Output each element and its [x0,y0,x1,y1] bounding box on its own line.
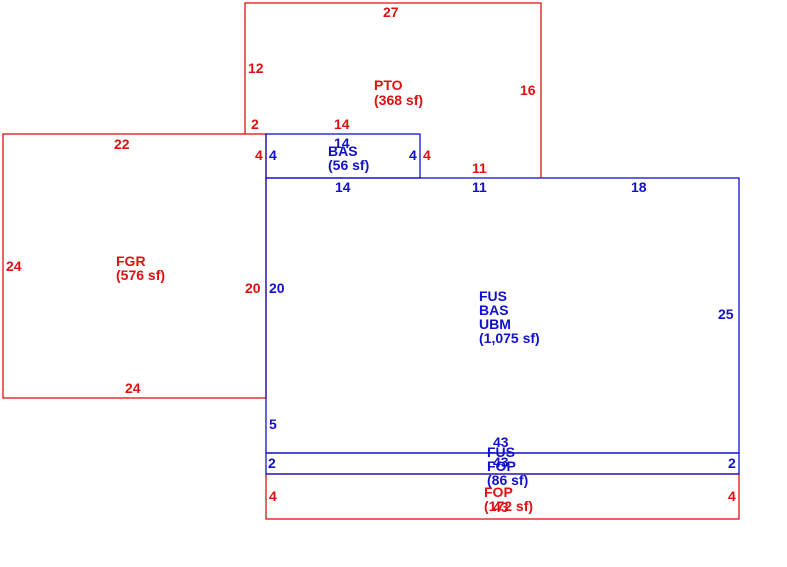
dim-bas-bottom: 14 [335,179,351,195]
pto-outline [244,2,542,178]
fop-label: FOP (172 sf) [484,484,533,514]
fgr-label: FGR (576 sf) [116,253,165,283]
dim-fop-right: 4 [728,488,736,504]
dim-strip-top-overlap: 43 [493,454,509,470]
dim-strip-top: 43 [493,434,509,450]
dim-fop-left: 4 [269,488,277,504]
fus-fop-outline [265,452,740,475]
dim-fgr-top: 22 [114,136,130,152]
dim-bas-right-red: 4 [423,147,431,163]
dim-main-left: 20 [269,280,285,296]
blue-outlines [265,133,740,475]
dim-pto-bottom-left: 14 [334,116,350,132]
dim-bas-right-blue: 4 [409,147,417,163]
dim-fgr-small-right: 4 [255,147,263,163]
dim-pto-bottom-right: 11 [472,160,487,176]
dim-fgr-left: 24 [6,258,22,274]
dim-pto-left-step: 2 [251,116,259,132]
dim-fop-bottom: 43 [493,499,509,515]
red-outlines [2,2,740,520]
dim-fgr-right: 20 [245,280,261,296]
bas-small-label: BAS (56 sf) [328,143,369,173]
dim-bas-left: 4 [269,147,277,163]
dim-strip-right: 2 [728,455,736,471]
dim-pto-left: 12 [248,60,264,76]
dim-main-top-mid: 11 [472,179,487,195]
dim-strip-left: 2 [268,455,276,471]
dim-pto-top: 27 [383,4,399,20]
dim-fgr-bottom: 24 [125,380,141,396]
dim-main-top-right: 18 [631,179,647,195]
fus-fop-label: FUS FOP (86 sf) [487,444,528,488]
dim-main-right: 25 [718,306,734,322]
dim-pto-right: 16 [520,82,536,98]
dim-main-left-low: 5 [269,416,277,432]
main-area-label: FUS BAS UBM (1,075 sf) [479,288,540,346]
pto-label: PTO (368 sf) [374,77,423,108]
bas-small-overlap-number: 14 [334,135,350,151]
